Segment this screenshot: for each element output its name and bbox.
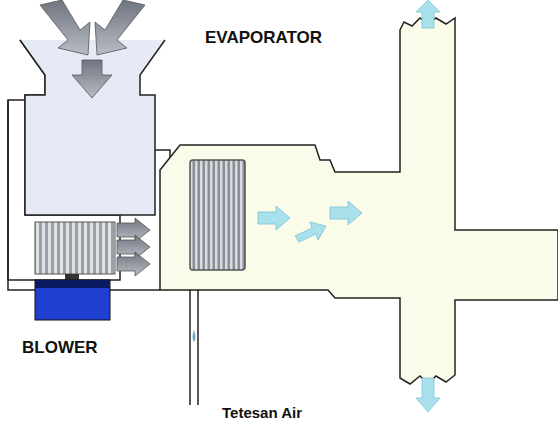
drain-pipe bbox=[190, 290, 198, 405]
blower-chamber bbox=[20, 40, 165, 215]
blower-motor bbox=[35, 280, 110, 320]
part-label: BLOWER bbox=[22, 338, 98, 358]
motor-shaft bbox=[65, 274, 79, 280]
motor-top bbox=[35, 280, 110, 288]
blower-outlet-arrows bbox=[117, 218, 150, 276]
cool-air-arrows bbox=[258, 0, 440, 412]
outer-housing bbox=[8, 100, 170, 290]
part-label: Tetesan Air bbox=[222, 404, 302, 421]
air-duct bbox=[160, 18, 558, 384]
part-label: EVAPORATOR bbox=[205, 28, 322, 48]
blower-wheel bbox=[35, 222, 115, 274]
evaporator-core bbox=[190, 160, 245, 270]
inlet-arrows bbox=[40, 0, 145, 98]
water-drop bbox=[193, 330, 196, 342]
